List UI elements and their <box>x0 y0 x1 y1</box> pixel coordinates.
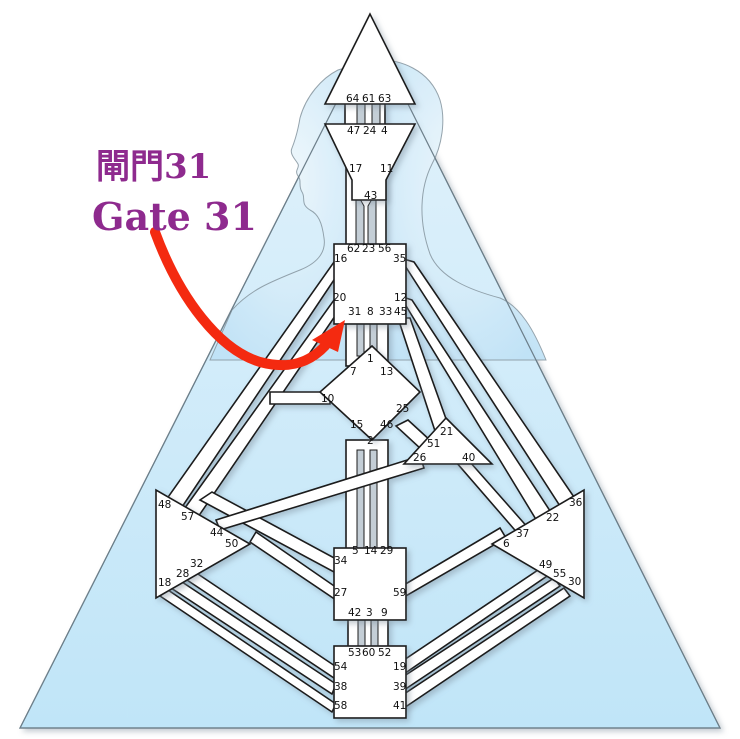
centers <box>155 12 585 719</box>
gate-25: 25 <box>396 403 409 415</box>
gate-7: 7 <box>350 366 357 378</box>
silhouette-right <box>371 59 547 361</box>
background-triangle-overlay <box>19 30 721 729</box>
gate-13: 13 <box>380 366 393 378</box>
gate-48: 48 <box>158 499 171 511</box>
annotation-english: Gate 31 <box>92 194 257 239</box>
ajna-center <box>323 123 417 201</box>
gate-22: 22 <box>546 512 559 524</box>
gate-59: 59 <box>393 587 406 599</box>
gate-33: 33 <box>379 306 392 318</box>
gate-26: 26 <box>413 452 427 464</box>
gate-4: 4 <box>381 125 388 137</box>
gate-60: 60 <box>362 647 375 659</box>
gate-23: 23 <box>362 243 375 255</box>
gate-50: 50 <box>225 538 238 550</box>
gate-35: 35 <box>393 253 406 265</box>
gate-63: 63 <box>378 93 391 105</box>
gate-54: 54 <box>334 661 348 673</box>
gate-64: 64 <box>346 93 360 105</box>
g-center <box>318 344 422 442</box>
gate-49: 49 <box>539 559 552 571</box>
gate-29: 29 <box>380 545 393 557</box>
throat-center <box>333 243 407 325</box>
gate-1: 1 <box>367 353 374 365</box>
gate-34: 34 <box>334 555 348 567</box>
gate-61: 61 <box>362 93 375 105</box>
gate-numbers: 64 61 63 47 24 4 17 11 43 62 23 56 16 35… <box>158 93 583 712</box>
gate-47: 47 <box>347 125 360 137</box>
gate-39: 39 <box>393 681 406 693</box>
arrow-head-icon <box>312 320 345 352</box>
gate-38: 38 <box>334 681 347 693</box>
gate-52: 52 <box>378 647 391 659</box>
gate-32: 32 <box>190 558 203 570</box>
gate-42: 42 <box>348 607 361 619</box>
red-arrow <box>150 227 345 371</box>
gate-17: 17 <box>349 163 362 175</box>
gate-37: 37 <box>516 528 529 540</box>
gate-18: 18 <box>158 577 171 589</box>
head-center <box>323 12 417 105</box>
gate-12: 12 <box>394 292 407 304</box>
gate-31: 31 <box>348 306 361 318</box>
gate-19: 19 <box>393 661 406 673</box>
gate-20: 20 <box>333 292 346 304</box>
gate-53: 53 <box>348 647 361 659</box>
gate-15: 15 <box>350 419 363 431</box>
gate-21: 21 <box>440 426 453 438</box>
gate-44: 44 <box>210 527 224 539</box>
root-center <box>333 645 407 719</box>
gate-46: 46 <box>380 419 394 431</box>
gate-40: 40 <box>462 452 475 464</box>
heart-center <box>402 416 494 465</box>
gate-45: 45 <box>394 306 407 318</box>
gate-55: 55 <box>553 568 566 580</box>
gate-43: 43 <box>364 190 377 202</box>
gate-51: 51 <box>427 438 440 450</box>
solar-plexus-center <box>490 488 585 600</box>
gate-27: 27 <box>334 587 347 599</box>
gate-11: 11 <box>380 163 393 175</box>
gate-9: 9 <box>381 607 388 619</box>
gate-24: 24 <box>363 125 377 137</box>
gate-2: 2 <box>367 435 374 447</box>
arrow-shaft <box>150 227 330 371</box>
gate-3: 3 <box>366 607 373 619</box>
gate-28: 28 <box>176 568 189 580</box>
gate-56: 56 <box>378 243 392 255</box>
gate-30: 30 <box>568 576 581 588</box>
gate-57: 57 <box>181 511 194 523</box>
gate-10: 10 <box>321 393 334 405</box>
gate-8: 8 <box>367 306 374 318</box>
gate-62: 62 <box>347 243 360 255</box>
gate-58: 58 <box>334 700 347 712</box>
spleen-center <box>155 488 252 600</box>
gate-16: 16 <box>334 253 348 265</box>
channels <box>158 101 578 714</box>
gate-36: 36 <box>569 497 583 509</box>
gate-5: 5 <box>352 545 359 557</box>
gate-41: 41 <box>393 700 406 712</box>
gate-14: 14 <box>364 545 378 557</box>
annotation-chinese: 閘門31 <box>96 147 212 187</box>
gate-6: 6 <box>503 538 510 550</box>
sacral-center <box>333 547 407 621</box>
